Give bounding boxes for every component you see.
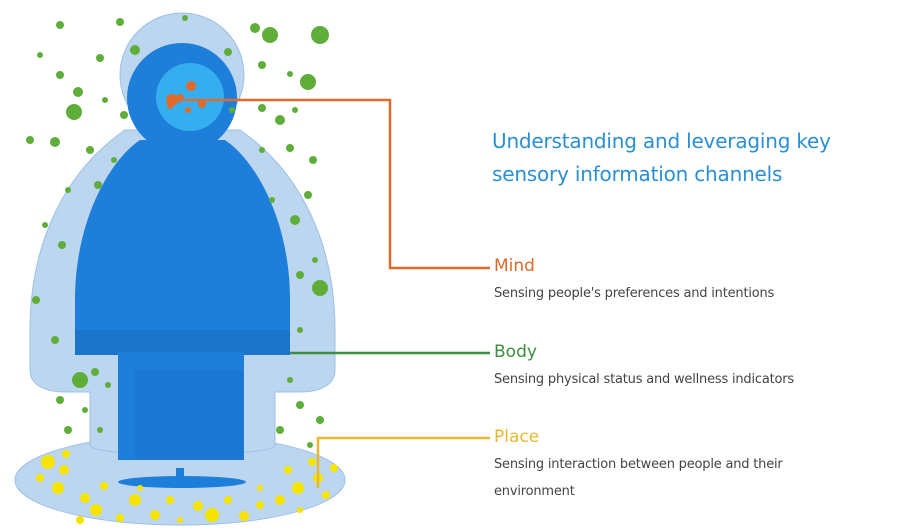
- core-body: [75, 43, 290, 488]
- title-line-2: sensory information channels: [492, 162, 783, 186]
- place-description-line-1: Sensing interaction between people and t…: [494, 457, 783, 472]
- mind-label: Mind: [494, 256, 535, 276]
- body-description: Sensing physical status and wellness ind…: [494, 372, 794, 387]
- mind-dots: [166, 81, 206, 113]
- body-label: Body: [494, 342, 537, 362]
- mind-connector: [185, 98, 490, 270]
- head-core: [156, 63, 224, 131]
- place-connector: [316, 436, 490, 488]
- title-line-1: Understanding and leveraging key: [492, 129, 831, 153]
- body-dots: [26, 15, 329, 448]
- place-label: Place: [494, 427, 540, 447]
- place-dots: [36, 450, 338, 524]
- place-description-line-2: environment: [494, 484, 575, 499]
- mind-description: Sensing people's preferences and intenti…: [494, 286, 775, 301]
